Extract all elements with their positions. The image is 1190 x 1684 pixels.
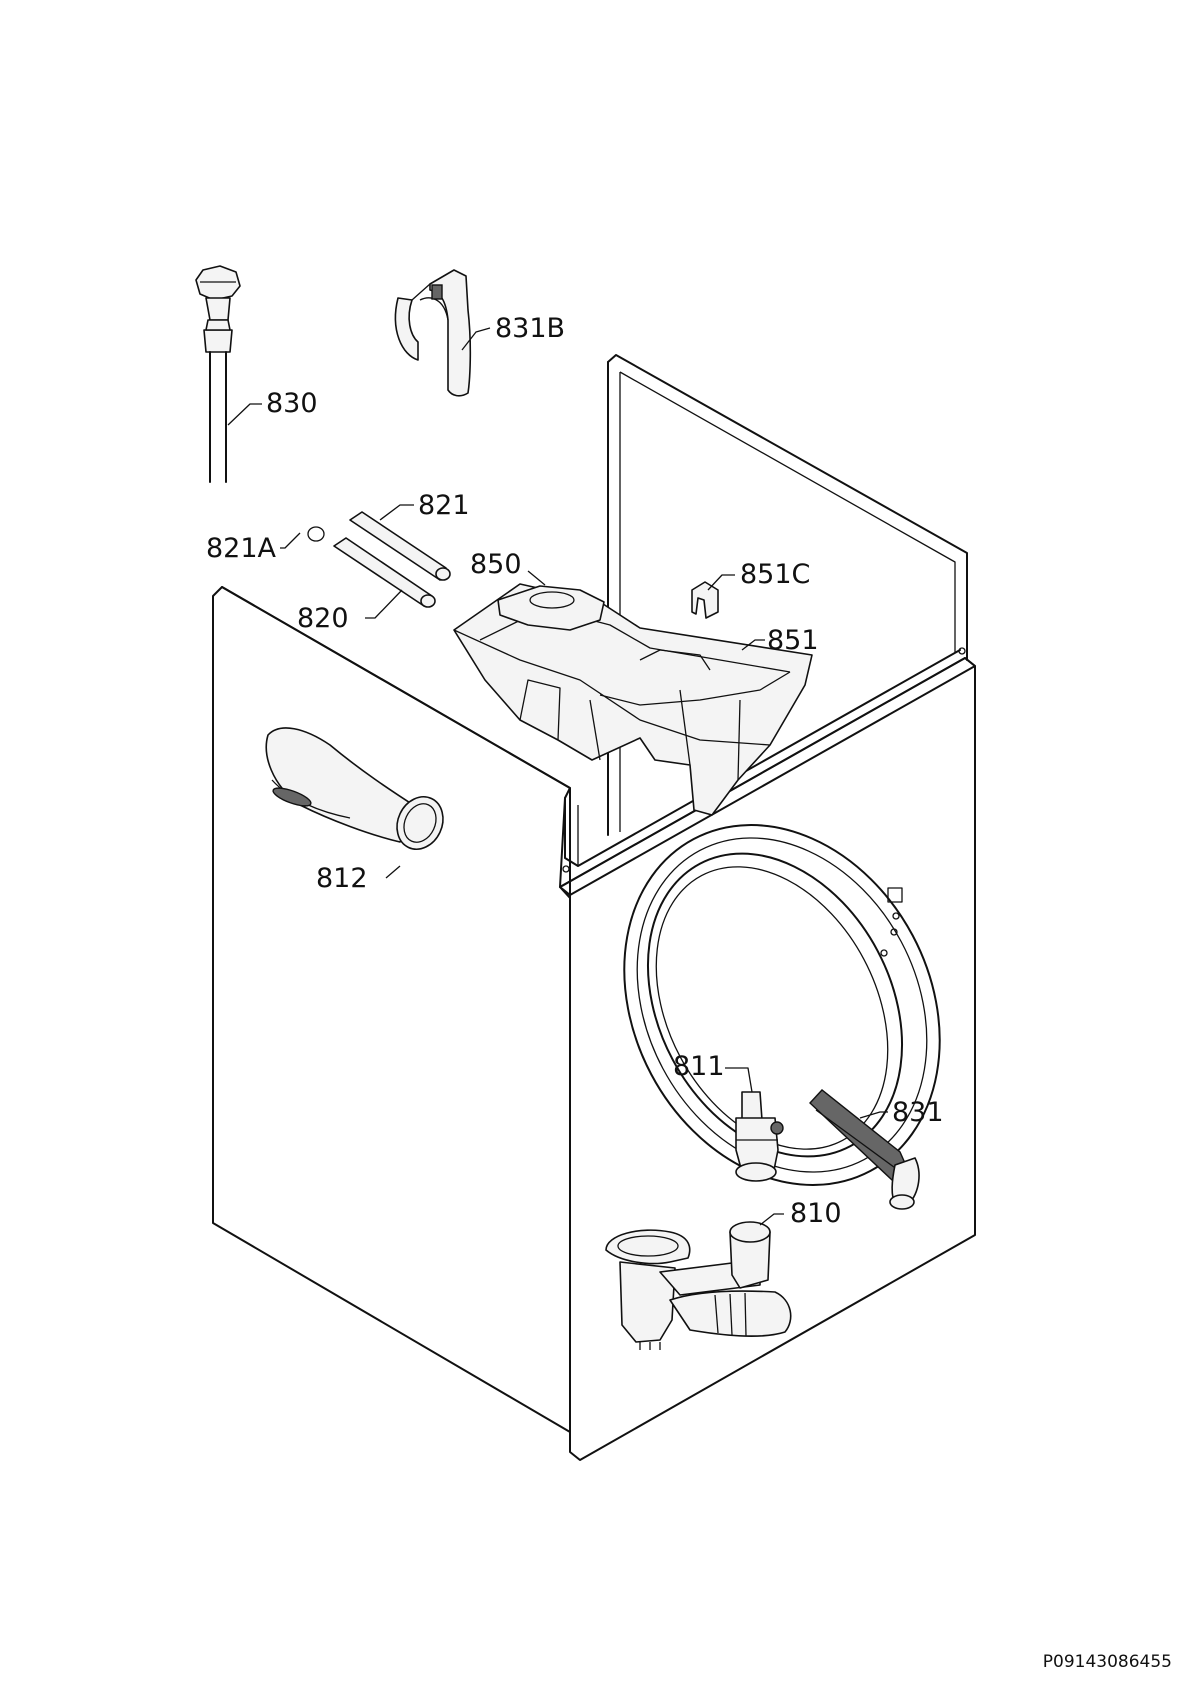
leader-821 bbox=[379, 504, 414, 521]
inlet-hose-830 bbox=[195, 265, 241, 483]
door-opening bbox=[623, 824, 941, 1186]
label-850: 850 bbox=[470, 549, 522, 580]
clip-851c bbox=[691, 581, 719, 619]
part-labels: 830 831B 821 821A 820 850 851C 851 812 8… bbox=[206, 313, 944, 1229]
leader-851 bbox=[741, 639, 765, 651]
label-812: 812 bbox=[316, 863, 368, 894]
dispenser-850-851 bbox=[453, 583, 813, 816]
leader-850 bbox=[527, 570, 546, 586]
drain-hose-831 bbox=[809, 1089, 920, 1210]
leader-831 bbox=[859, 1111, 888, 1119]
label-830: 830 bbox=[266, 388, 318, 419]
document-id: P09143086455 bbox=[1042, 1652, 1172, 1672]
cabinet bbox=[212, 354, 976, 1461]
hose-guide-831b bbox=[394, 269, 472, 397]
label-811: 811 bbox=[673, 1051, 725, 1082]
leader-812 bbox=[385, 865, 401, 879]
label-820: 820 bbox=[297, 603, 349, 634]
leader-810 bbox=[759, 1213, 784, 1226]
label-851c: 851C bbox=[740, 559, 810, 590]
leader-831b bbox=[461, 327, 491, 351]
leader-820 bbox=[365, 589, 403, 619]
label-821: 821 bbox=[418, 490, 470, 521]
label-810: 810 bbox=[790, 1198, 842, 1229]
label-821a: 821A bbox=[206, 533, 277, 564]
valve-811 bbox=[735, 1091, 784, 1182]
leader-851c bbox=[707, 574, 735, 591]
leader-821a bbox=[280, 532, 301, 549]
label-831: 831 bbox=[892, 1097, 944, 1128]
tubes-820-821 bbox=[307, 511, 451, 608]
leader-830 bbox=[227, 403, 262, 426]
hose-812 bbox=[265, 727, 444, 850]
label-831b: 831B bbox=[495, 313, 565, 344]
pump-810 bbox=[605, 1221, 792, 1350]
leader-811 bbox=[725, 1067, 753, 1093]
label-851: 851 bbox=[767, 625, 819, 656]
leader-lines bbox=[227, 327, 888, 1226]
